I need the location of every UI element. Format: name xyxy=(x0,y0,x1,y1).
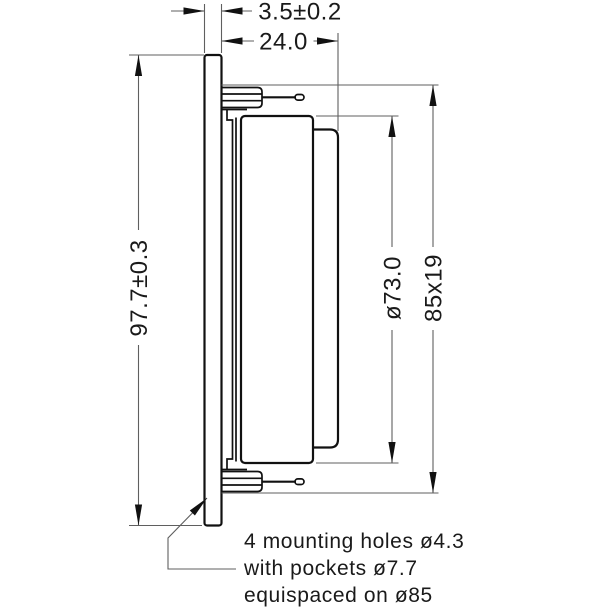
terminal-block-bottom-slots xyxy=(221,477,262,486)
arrow-73-top xyxy=(388,116,396,137)
arrow-977-top xyxy=(134,55,143,76)
note-mounting-holes: 4 mounting holes ø4.3 xyxy=(244,530,464,553)
terminal-block-top-slots xyxy=(221,93,262,102)
label-rear-section: 85x19 xyxy=(421,254,448,322)
label-overall-height: 97.7±0.3 xyxy=(126,239,153,336)
arrow-977-bottom xyxy=(134,504,143,526)
label-mounting-depth: 24.0 xyxy=(259,29,308,56)
arrow-85-bottom xyxy=(429,472,437,493)
speaker-outline xyxy=(203,53,340,527)
arrow-3-5-left xyxy=(183,7,205,15)
terminal-block-bottom xyxy=(221,470,263,493)
arrow-85-top xyxy=(429,85,437,106)
arrow-24-left xyxy=(221,37,243,45)
arrowheads xyxy=(134,7,437,526)
arrow-73-bottom xyxy=(388,442,396,463)
magnet-outline xyxy=(239,114,315,465)
arrow-leader xyxy=(189,498,207,516)
rear-plate-outline xyxy=(313,128,340,449)
note-equispaced: equispaced on ø85 xyxy=(244,584,433,607)
label-magnet-diameter: ø73.0 xyxy=(380,256,407,320)
label-flange-thickness: 3.5±0.2 xyxy=(258,0,341,26)
arrow-24-right xyxy=(317,37,338,45)
basket-step-line xyxy=(226,109,234,470)
terminal-pin-bottom-tip xyxy=(294,478,305,486)
extension-lines xyxy=(129,4,439,527)
terminal-block-top xyxy=(221,86,263,109)
leader-line-mounting-holes xyxy=(167,497,236,570)
arrow-3-5-right xyxy=(221,7,243,15)
dimension-labels: 3.5±0.2 24.0 97.7±0.3 ø73.0 85x19 xyxy=(126,0,448,337)
note-pockets: with pockets ø7.7 xyxy=(243,557,418,580)
flange-outline xyxy=(203,53,223,527)
mounting-notes: 4 mounting holes ø4.3 with pockets ø7.7 … xyxy=(243,530,464,607)
terminal-pin-top-tip xyxy=(294,93,305,101)
